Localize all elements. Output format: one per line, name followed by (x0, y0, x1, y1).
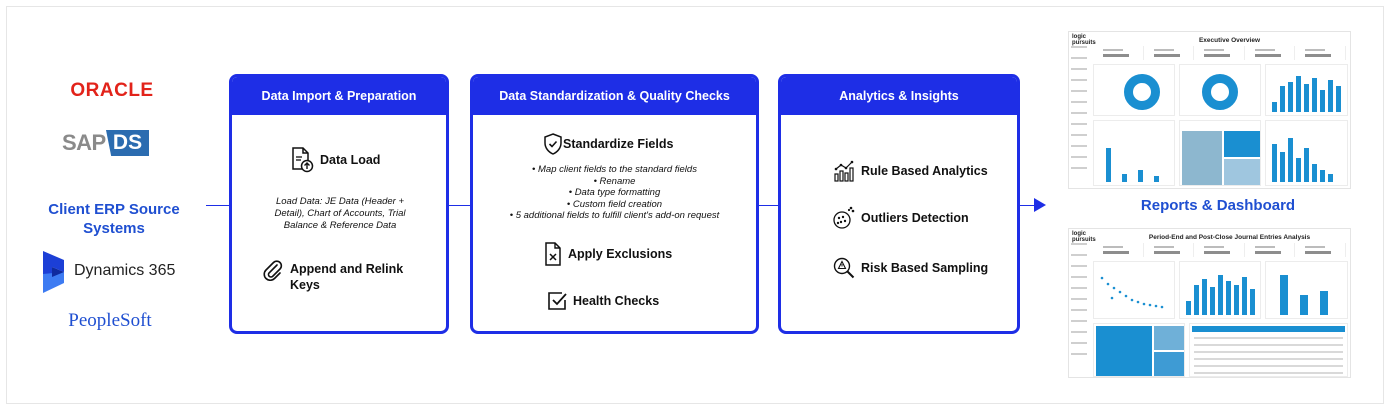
apply-exclusions-item: Apply Exclusions (544, 242, 672, 266)
document-upload-icon (292, 147, 314, 173)
paperclip-icon (263, 260, 283, 281)
stage-analytics: Analytics & Insights Rule Based Analytic… (778, 74, 1020, 334)
data-load-label: Data Load (320, 153, 381, 167)
apply-exclusions-label: Apply Exclusions (568, 247, 673, 261)
bar-panel-5 (1265, 261, 1348, 319)
risk-sampling-item: Risk Based Sampling (833, 257, 988, 279)
bullet-map-fields: • Map client fields to the standard fiel… (532, 164, 697, 175)
client-erp-source-label: Client ERP Source Systems (48, 201, 180, 237)
filter-sidebar (1071, 243, 1091, 375)
document-x-icon (545, 242, 561, 266)
donut-panel-1 (1093, 64, 1175, 116)
donut-panel-2 (1179, 64, 1261, 116)
bar-panel-1 (1265, 64, 1348, 116)
append-relink-item: Append and Relink Keys (262, 247, 410, 293)
dashboard-title: Executive Overview (1198, 37, 1261, 44)
health-checks-label: Health Checks (573, 294, 660, 308)
bar-panel-4 (1179, 261, 1261, 319)
dynamics-365-logo: Dynamics 365 (40, 250, 180, 294)
bullet-custom-field: • Custom field creation (566, 198, 663, 210)
bar-panel-3 (1265, 120, 1348, 186)
shield-check-icon (544, 133, 562, 155)
dynamics-365-label: Dynamics 365 (74, 262, 176, 279)
health-checks-item: Health Checks (547, 291, 659, 311)
kpi-strip (1093, 46, 1346, 60)
treemap-panel (1179, 120, 1261, 186)
standardize-bullets: • Map client fields to the standard fiel… (473, 164, 756, 222)
stage-data-import: Data Import & Preparation Data Load Load… (229, 74, 449, 334)
scatter-panel (1093, 261, 1175, 319)
stage-data-import-title: Data Import & Preparation (232, 77, 446, 115)
sap-ds-logo: SAP DS (62, 128, 152, 158)
ds-logo-text: DS (106, 130, 149, 156)
load-data-note: Load Data: JE Data (Header + Detail), Ch… (274, 196, 406, 231)
rule-analytics-label: Rule Based Analytics (861, 164, 988, 178)
stage-analytics-title: Analytics & Insights (781, 77, 1017, 115)
bullet-additional-fields: • 5 additional fields to fulfill client'… (509, 210, 720, 222)
bullet-data-type: • Data type formatting (568, 187, 661, 199)
kpi-strip (1093, 243, 1346, 257)
data-load-item: Data Load (290, 147, 380, 173)
filter-sidebar (1071, 46, 1091, 186)
dynamics-icon (43, 251, 64, 293)
outliers-label: Outliers Detection (861, 211, 969, 225)
bar-panel-2 (1093, 120, 1175, 186)
rule-analytics-item: Rule Based Analytics (833, 160, 988, 182)
dashboard-logo: logic pursuits (1072, 231, 1096, 243)
arrow-analytics-to-reports (1020, 205, 1036, 206)
append-relink-label: Append and Relink Keys (290, 262, 404, 292)
search-warning-icon (833, 257, 855, 279)
reports-dashboard-label: Reports & Dashboard (1140, 197, 1296, 214)
outlier-scatter-icon (833, 206, 855, 229)
executive-overview-thumbnail: logic pursuits Executive Overview (1068, 31, 1351, 189)
period-end-analysis-thumbnail: logic pursuits Period-End and Post-Close… (1068, 228, 1351, 378)
peoplesoft-logo: PeopleSoft (68, 310, 152, 331)
arrow-head-4 (1034, 198, 1046, 212)
treemap-panel (1093, 323, 1185, 377)
bar-chart-trend-icon (834, 160, 854, 182)
stage-standardization-title: Data Standardization & Quality Checks (473, 77, 756, 115)
table-panel (1189, 323, 1348, 377)
dashboard-logo: logic pursuits (1072, 34, 1096, 46)
standardize-fields-label: Standardize Fields (563, 137, 674, 151)
outliers-item: Outliers Detection (833, 205, 969, 231)
stage-standardization: Data Standardization & Quality Checks St… (470, 74, 759, 334)
dashboard-title: Period-End and Post-Close Journal Entrie… (1148, 234, 1311, 241)
standardize-fields-item: Standardize Fields (544, 133, 673, 155)
sap-logo-text: SAP (62, 130, 106, 155)
oracle-logo: ORACLE (70, 80, 154, 101)
risk-sampling-label: Risk Based Sampling (861, 261, 989, 275)
arrow-sources-to-import (206, 205, 238, 206)
arrow-import-to-standardization (449, 205, 489, 206)
bullet-rename: • Rename (593, 175, 636, 187)
checkbox-icon (548, 292, 567, 310)
scatter-plot (1100, 276, 1164, 309)
